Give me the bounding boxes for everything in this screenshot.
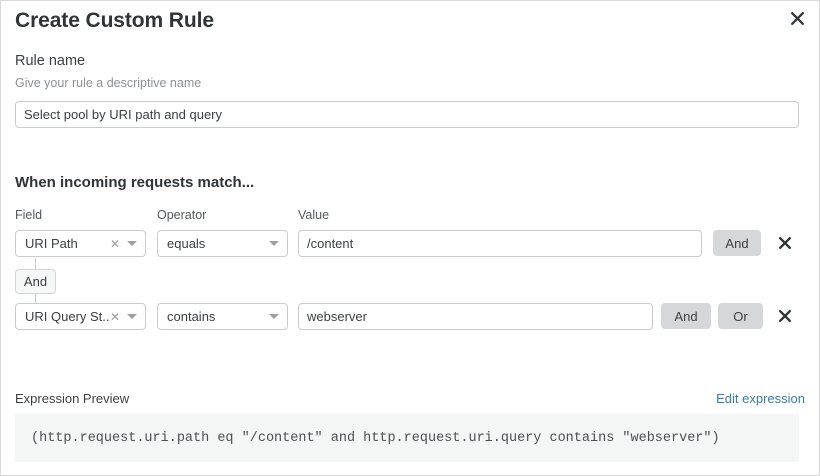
column-header-operator: Operator bbox=[157, 208, 207, 222]
expression-preview-text: (http.request.uri.path eq "/content" and… bbox=[31, 430, 720, 446]
field-select-1-value: URI Path bbox=[25, 236, 78, 251]
and-button-2[interactable]: And bbox=[661, 303, 711, 329]
column-header-field: Field bbox=[15, 208, 43, 222]
and-button-1[interactable]: And bbox=[713, 230, 761, 256]
operator-select-2[interactable]: contains bbox=[157, 303, 288, 330]
connector-and-chip[interactable]: And bbox=[15, 269, 56, 294]
rule-name-help: Give your rule a descriptive name bbox=[15, 76, 202, 90]
edit-expression-link[interactable]: Edit expression bbox=[716, 391, 805, 406]
delete-condition-1[interactable] bbox=[776, 234, 794, 252]
clear-icon[interactable]: ✕ bbox=[109, 309, 120, 324]
chevron-down-icon[interactable] bbox=[269, 241, 279, 246]
operator-select-1[interactable]: equals bbox=[157, 230, 288, 257]
clear-icon[interactable]: ✕ bbox=[109, 236, 120, 251]
or-button-2[interactable]: Or bbox=[718, 303, 763, 329]
rule-name-input[interactable] bbox=[15, 101, 799, 128]
field-select-2-value: URI Query St... bbox=[25, 309, 110, 324]
expression-preview-label: Expression Preview bbox=[15, 391, 130, 406]
field-select-2[interactable]: URI Query St... ✕ bbox=[15, 303, 146, 330]
operator-select-2-value: contains bbox=[167, 309, 216, 324]
page-title: Create Custom Rule bbox=[15, 9, 214, 32]
chevron-down-icon[interactable] bbox=[127, 241, 137, 246]
column-header-value: Value bbox=[298, 208, 330, 222]
chevron-down-icon[interactable] bbox=[127, 314, 137, 319]
expression-preview-box: (http.request.uri.path eq "/content" and… bbox=[15, 414, 799, 462]
operator-select-1-value: equals bbox=[167, 236, 206, 251]
chevron-down-icon[interactable] bbox=[269, 314, 279, 319]
delete-condition-2[interactable] bbox=[776, 307, 794, 325]
rule-name-label: Rule name bbox=[15, 53, 86, 69]
value-input-2[interactable] bbox=[298, 303, 653, 330]
match-section-heading: When incoming requests match... bbox=[15, 174, 255, 191]
close-icon[interactable] bbox=[786, 7, 808, 29]
field-select-1[interactable]: URI Path ✕ bbox=[15, 230, 146, 257]
condition-connector: And bbox=[15, 258, 135, 306]
value-input-1[interactable] bbox=[298, 230, 702, 257]
